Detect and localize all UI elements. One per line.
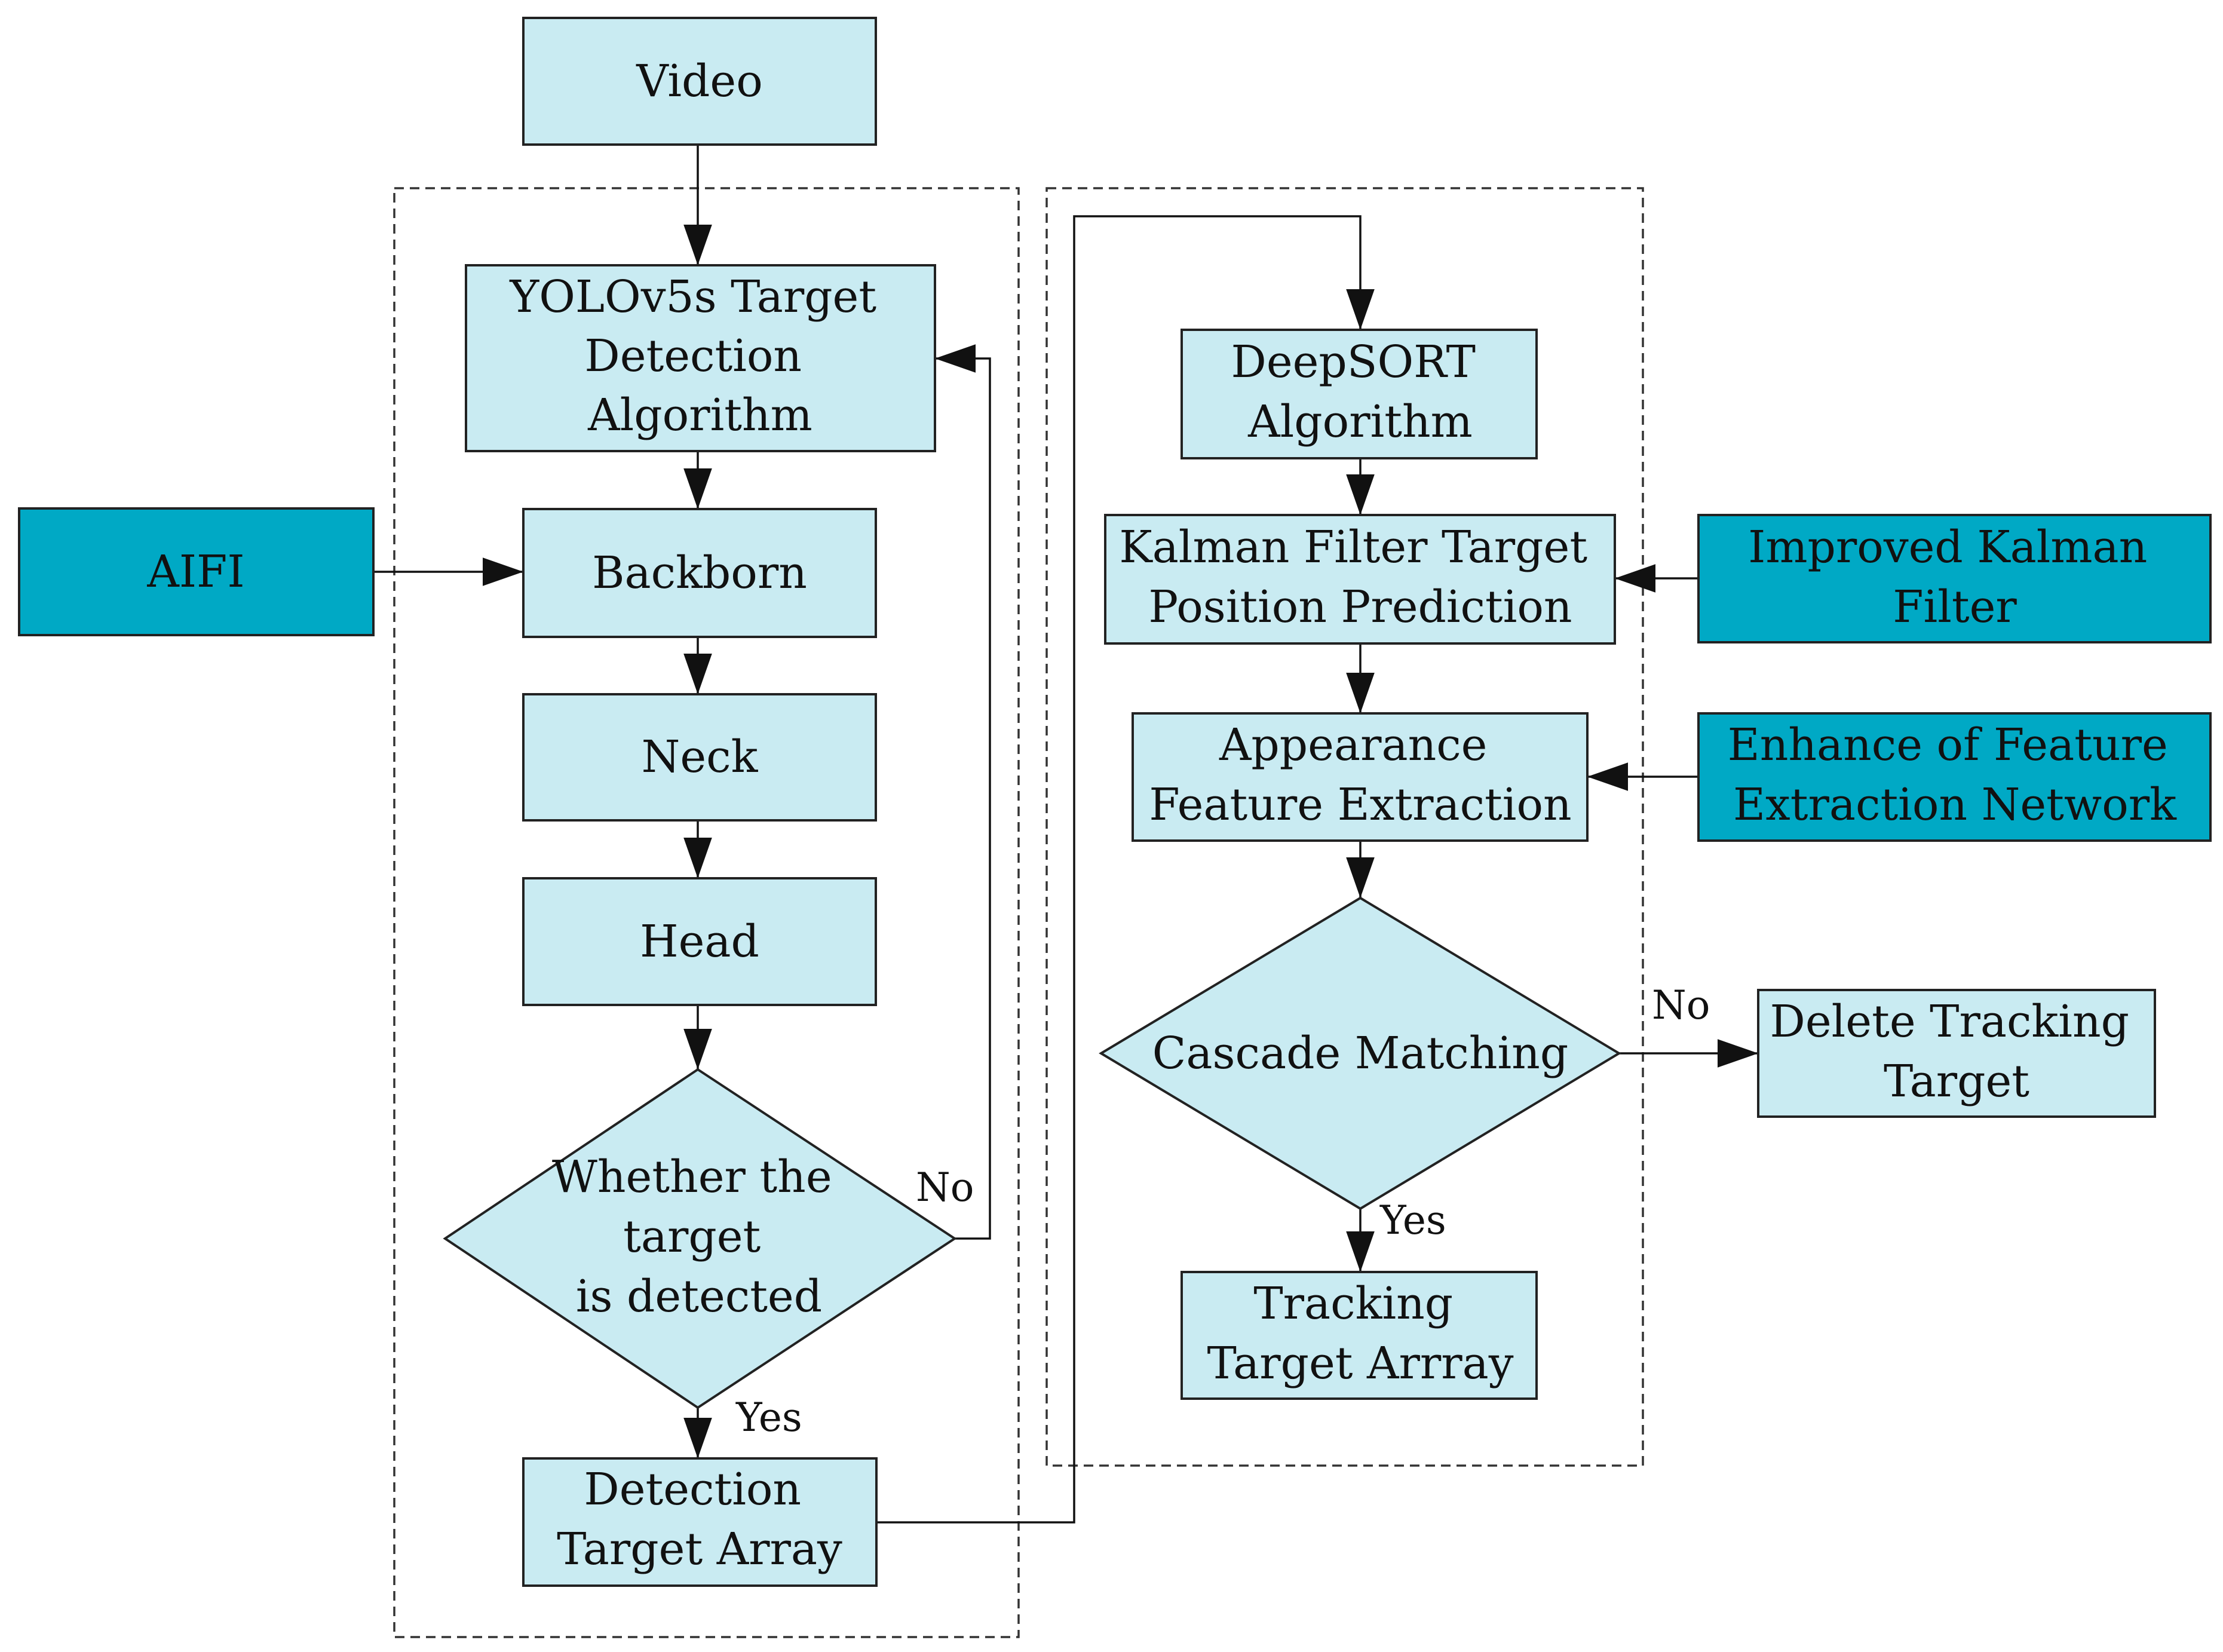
deepsort-label-line-1: DeepSORT xyxy=(1231,336,1476,388)
appearance-box xyxy=(1132,712,1589,842)
backborn-box xyxy=(522,508,877,638)
neck-label: Neck xyxy=(642,731,759,783)
kalman-label: Kalman Filter Target Position Prediction xyxy=(1119,522,1601,633)
detection-array-label: Detection Target Array xyxy=(557,1464,842,1575)
appearance-label-line-1: Appearance xyxy=(1219,719,1487,771)
deepsort-box xyxy=(1181,329,1538,459)
enhance-label: Enhance of Feature Extraction Network xyxy=(1728,719,2182,830)
whether-label-line-1: Whether the xyxy=(552,1151,832,1203)
delete-label-line-1: Delete Tracking xyxy=(1770,996,2129,1047)
yolo-label-line-2: Detection xyxy=(584,330,802,382)
tracking-array-label-line-2: Target Arrray xyxy=(1207,1338,1513,1389)
tracking-group xyxy=(1045,187,1644,1467)
tracking-array-box xyxy=(1181,1271,1538,1400)
tracking-array-label: Tracking Target Arrray xyxy=(1207,1278,1513,1389)
neck-box xyxy=(522,693,877,822)
whether-decision xyxy=(443,1068,957,1409)
improved-kalman-label-line-2: Filter xyxy=(1893,581,2017,633)
kalman-label-line-1: Kalman Filter Target xyxy=(1119,522,1587,573)
yolo-label: YOLOv5s Target Detection Algorithm xyxy=(509,271,890,441)
deepsort-label: DeepSORT Algorithm xyxy=(1231,336,1490,448)
yolo-box xyxy=(465,264,936,452)
enhance-label-line-1: Enhance of Feature xyxy=(1728,719,2168,771)
deepsort-label-line-2: Algorithm xyxy=(1247,396,1473,448)
yolo-label-line-1: YOLOv5s Target xyxy=(509,271,876,323)
improved-kalman-label-line-1: Improved Kalman xyxy=(1748,522,2147,573)
delete-box xyxy=(1757,989,2156,1118)
head-label: Head xyxy=(640,916,759,967)
edge-detection-to-deepsort xyxy=(876,215,1375,1524)
yolo-label-line-3: Algorithm xyxy=(587,390,812,441)
edges xyxy=(373,145,1758,1524)
cascade-label: Cascade Matching xyxy=(1152,1028,1568,1079)
detection-array-label-line-2: Target Array xyxy=(557,1524,842,1575)
appearance-label: Appearance Feature Extraction xyxy=(1149,719,1571,830)
detection-array-box xyxy=(522,1457,878,1587)
kalman-box xyxy=(1104,514,1616,645)
cascade-yes-label: Yes xyxy=(1379,1197,1446,1243)
head-box xyxy=(522,877,877,1006)
improved-kalman-box xyxy=(1697,514,2212,643)
tracking-array-label-line-1: Tracking xyxy=(1253,1278,1453,1329)
video-label: Video xyxy=(636,56,763,107)
cascade-no-label: No xyxy=(1652,982,1710,1028)
enhance-label-line-2: Extraction Network xyxy=(1733,779,2177,830)
detect-no-label: No xyxy=(916,1164,974,1210)
edge-whether-no-to-yolo xyxy=(935,344,991,1240)
appearance-label-line-2: Feature Extraction xyxy=(1149,779,1571,830)
cascade-decision xyxy=(1099,896,1621,1210)
detection-group xyxy=(393,187,1020,1638)
detect-yes-label: Yes xyxy=(735,1394,802,1440)
backborn-label: Backborn xyxy=(592,547,807,599)
delete-label-line-2: Target xyxy=(1884,1056,2029,1107)
whether-label: Whether the target is detected xyxy=(552,1151,846,1322)
whether-label-line-3: is detected xyxy=(576,1271,822,1322)
improved-kalman-label: Improved Kalman Filter xyxy=(1748,522,2161,633)
detection-array-label-line-1: Detection xyxy=(584,1464,801,1515)
video-box xyxy=(522,17,877,146)
aifi-box xyxy=(18,507,375,636)
aifi-label: AIFI xyxy=(146,546,244,597)
delete-label: Delete Tracking Target xyxy=(1770,996,2144,1107)
kalman-label-line-2: Position Prediction xyxy=(1148,581,1572,633)
whether-label-line-2: target xyxy=(623,1211,761,1262)
enhance-box xyxy=(1697,712,2212,842)
